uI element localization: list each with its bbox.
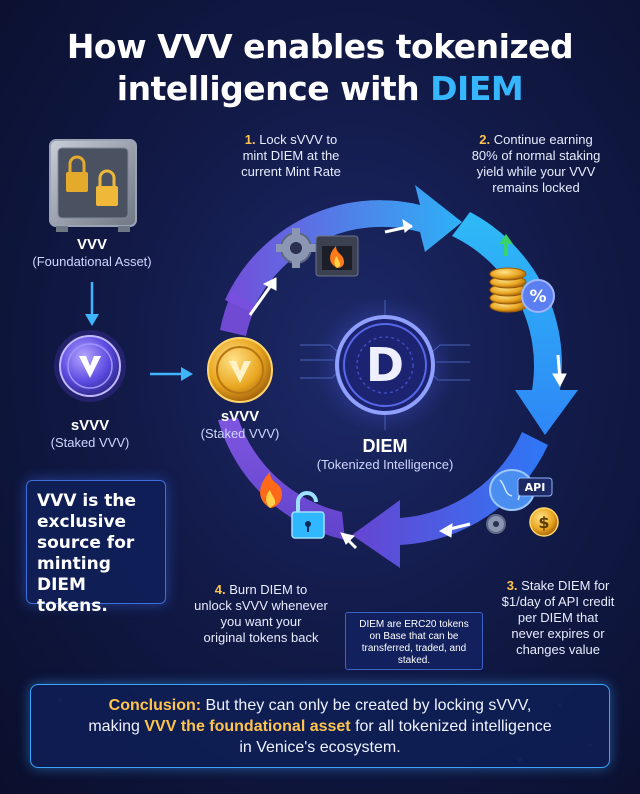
step-2-line-2: 80% of normal staking	[471, 148, 601, 163]
coin-stack-percent-icon	[489, 234, 555, 313]
title-line-2: intelligence with DIEM	[0, 68, 640, 110]
callout-line-3: source for	[37, 533, 135, 553]
step-3-line-3: per DIEM that	[517, 610, 599, 625]
step-4-line-3: you want your	[220, 614, 302, 629]
conclusion-text-1: But they can only be created by locking …	[201, 697, 532, 714]
small-arrow-top-head	[402, 218, 413, 233]
step-2-number: 2.	[479, 132, 491, 147]
title-accent: DIEM	[430, 69, 524, 108]
step-4-line-1-text: Burn DIEM to	[229, 582, 308, 597]
flame-unlock-icon	[260, 472, 325, 539]
safe-icon	[49, 139, 137, 232]
step-2-line-4: remains locked	[492, 180, 580, 195]
conclusion-line-1: Conclusion: But they can only be created…	[49, 695, 591, 716]
callout-line-1: VVV is the	[37, 491, 137, 511]
exclusive-source-callout: VVV is the exclusive source for minting …	[26, 480, 166, 616]
step-4-text: 4. Burn DIEM to unlock sVVV whenever you…	[186, 582, 336, 646]
step-3-line-1: 3. Stake DIEM for	[490, 578, 626, 594]
small-arrow-upperleft	[248, 283, 274, 316]
callout-line-4: minting DIEM	[37, 554, 111, 595]
step-3-line-5: changes value	[516, 642, 600, 657]
diem-name: DIEM	[362, 436, 408, 456]
diem-label: DIEM (Tokenized Intelligence)	[300, 436, 470, 473]
ring-arrow-right	[452, 212, 578, 435]
svvv-left-desc: (Staked VVV)	[50, 435, 130, 450]
step-3-line-2: $1/day of API credit	[501, 594, 615, 609]
svvv-center-label: sVVV (Staked VVV)	[180, 408, 300, 442]
step-1-line-2: mint DIEM at the	[242, 148, 340, 163]
step-3-line-4: never expires or	[511, 626, 605, 641]
conclusion-text-2-suffix: for all tokenized intelligence	[350, 718, 552, 735]
diem-logo-letter: D	[365, 338, 405, 392]
step-1-line-1: 1. Lock sVVV to	[216, 132, 366, 148]
step-3-text: 3. Stake DIEM for $1/day of API credit p…	[490, 578, 626, 658]
step-1-line-1-text: Lock sVVV to	[259, 132, 338, 147]
small-arrow-left-head	[340, 532, 355, 545]
ring-arrow-bottom	[352, 432, 548, 568]
step-4-number: 4.	[214, 582, 226, 597]
conclusion-line-3: in Venice's ecosystem.	[239, 739, 401, 756]
dollar-symbol: $	[538, 513, 549, 532]
ring-arc-upper-left	[220, 292, 256, 336]
note-line-3: transferred, traded, and	[361, 643, 467, 654]
cycle-ring	[218, 185, 578, 568]
svvv-left-coin	[54, 330, 126, 402]
small-arrow-bottom-head	[438, 523, 453, 538]
small-arrow-upperleft-head	[262, 277, 277, 291]
page-title: How VVV enables tokenized intelligence w…	[0, 26, 640, 110]
diem-desc: (Tokenized Intelligence)	[316, 457, 454, 472]
vvv-label: VVV (Foundational Asset)	[10, 236, 174, 270]
erc20-note: DIEM are ERC20 tokens on Base that can b…	[345, 612, 483, 670]
conclusion-line-2: making VVV the foundational asset for al…	[49, 716, 591, 737]
conclusion-lead: Conclusion:	[108, 697, 202, 714]
step-2-line-1-text: Continue earning	[493, 132, 593, 147]
step-1-number: 1.	[244, 132, 256, 147]
conclusion-box: Conclusion: But they can only be created…	[30, 684, 610, 768]
arrow-vvv-to-svvv	[85, 282, 99, 326]
step-1-line-3: current Mint Rate	[241, 164, 341, 179]
callout-line-2: exclusive	[37, 512, 127, 532]
step-2-line-1: 2. Continue earning	[446, 132, 626, 148]
note-line-2: on Base that can be	[369, 631, 459, 642]
ring-arrow-top	[225, 185, 462, 312]
diem-logo	[315, 295, 455, 435]
step-4-line-2: unlock sVVV whenever	[194, 598, 328, 613]
note-line-4: staked.	[397, 655, 431, 666]
svvv-center-desc: (Staked VVV)	[200, 426, 280, 441]
step-2-line-3: yield while your VVV	[476, 164, 596, 179]
api-label: API	[525, 481, 546, 494]
percent-symbol: %	[529, 287, 546, 307]
vvv-desc: (Foundational Asset)	[32, 254, 152, 269]
ring-small-arrows	[248, 218, 567, 550]
vvv-name: VVV	[76, 236, 107, 253]
arrow-svvv-to-center	[150, 367, 193, 381]
title-line-1: How VVV enables tokenized	[66, 27, 574, 66]
conclusion-highlight: VVV the foundational asset	[144, 718, 351, 735]
svvv-center-name: sVVV	[220, 408, 260, 425]
step-3-number: 3.	[506, 578, 518, 593]
step-4-line-1: 4. Burn DIEM to	[186, 582, 336, 598]
conclusion-text-2-prefix: making	[88, 718, 145, 735]
step-3-line-1-text: Stake DIEM for	[521, 578, 610, 593]
gear-furnace-icon	[276, 228, 359, 277]
svvv-left-name: sVVV	[70, 417, 110, 434]
note-line-1: DIEM are ERC20 tokens	[359, 619, 469, 630]
title-line-2-prefix: intelligence with	[116, 69, 431, 108]
step-1-text: 1. Lock sVVV to mint DIEM at the current…	[216, 132, 366, 180]
api-brain-icon	[486, 469, 559, 537]
svvv-center-coin	[207, 337, 273, 403]
step-4-line-4: original tokens back	[203, 630, 319, 645]
small-arrow-right-head	[552, 373, 567, 388]
step-2-text: 2. Continue earning 80% of normal stakin…	[446, 132, 626, 196]
ring-arrow-left	[218, 418, 345, 540]
callout-line-5: tokens.	[37, 596, 108, 616]
svvv-left-label: sVVV (Staked VVV)	[20, 417, 160, 451]
